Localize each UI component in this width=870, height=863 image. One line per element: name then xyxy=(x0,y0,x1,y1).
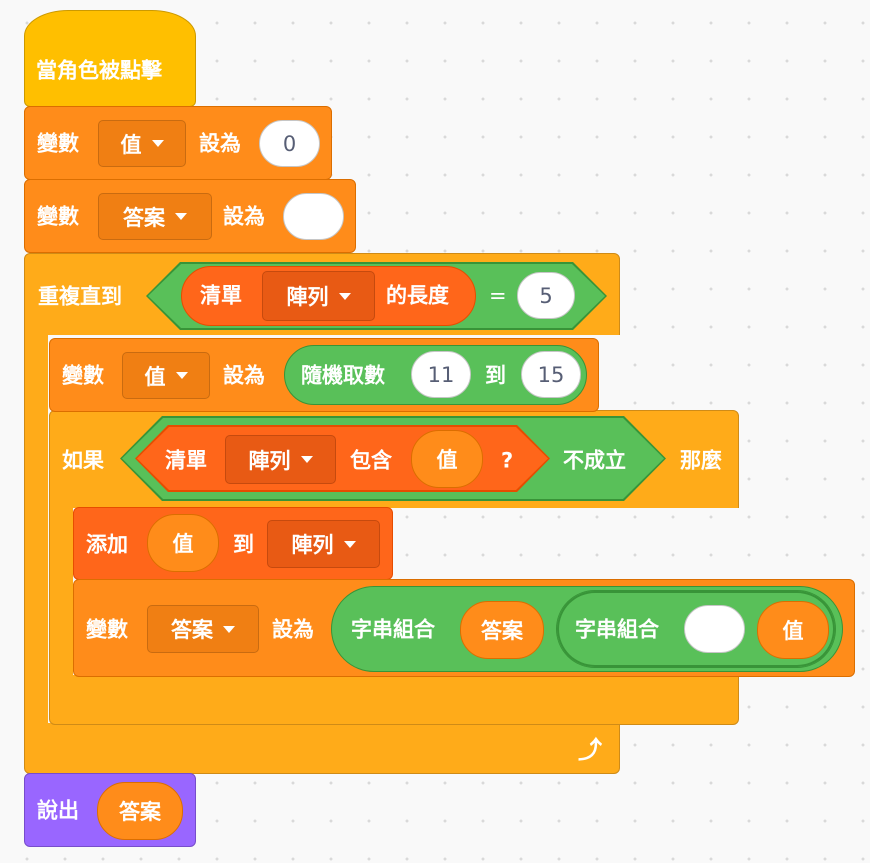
to-label: 設為 xyxy=(272,617,314,642)
say-label: 說出 xyxy=(37,798,79,823)
contains-label: 包含 xyxy=(350,448,392,473)
join-label: 字串組合 xyxy=(351,617,435,642)
answer-reporter[interactable]: 答案 xyxy=(97,782,183,840)
loop-arrow-icon: ⤴ xyxy=(578,736,602,764)
value-reporter[interactable]: 值 xyxy=(147,514,219,572)
list-name: 陣列 xyxy=(291,533,334,557)
list-dropdown[interactable]: 陣列 xyxy=(267,520,380,568)
question-mark: ? xyxy=(501,448,514,473)
list-label: 清單 xyxy=(165,448,207,473)
list-name: 陣列 xyxy=(248,448,291,473)
length-label: 的長度 xyxy=(386,283,449,308)
value-reporter[interactable]: 值 xyxy=(411,430,483,488)
to-label: 設為 xyxy=(223,204,265,229)
value-input[interactable] xyxy=(283,193,344,240)
variable-dropdown[interactable]: 值 xyxy=(98,120,186,167)
list-name: 陣列 xyxy=(286,285,329,309)
then-label: 那麼 xyxy=(680,448,722,473)
dropdown-arrow-icon xyxy=(175,213,187,220)
dropdown-arrow-icon xyxy=(151,140,164,147)
equals-sign: = xyxy=(489,283,507,308)
length-value-input[interactable]: 5 xyxy=(517,272,575,319)
to-label: 到 xyxy=(233,532,254,557)
join-text-input[interactable] xyxy=(684,605,745,653)
list-dropdown[interactable]: 陣列 xyxy=(225,435,336,484)
dropdown-arrow-icon xyxy=(338,292,351,300)
set-label: 變數 xyxy=(37,204,79,229)
not-label: 不成立 xyxy=(563,448,626,473)
variable-name: 答案 xyxy=(171,618,213,642)
dropdown-arrow-icon xyxy=(343,540,356,548)
if-label: 如果 xyxy=(62,448,104,473)
variable-name: 值 xyxy=(144,364,166,389)
value-input[interactable]: 0 xyxy=(259,120,320,167)
to-label: 設為 xyxy=(199,131,241,156)
add-label: 添加 xyxy=(86,532,128,557)
random-to-label: 到 xyxy=(485,363,506,388)
value-reporter[interactable]: 值 xyxy=(757,601,829,659)
variable-name: 值 xyxy=(120,132,142,157)
repeat-until-label: 重複直到 xyxy=(38,284,122,309)
set-label: 變數 xyxy=(37,131,79,156)
random-to-input[interactable]: 15 xyxy=(521,351,581,398)
dropdown-arrow-icon xyxy=(223,625,235,633)
list-dropdown[interactable]: 陣列 xyxy=(262,271,375,321)
hat-label: 當角色被點擊 xyxy=(36,58,162,83)
set-label: 變數 xyxy=(62,363,104,388)
variable-dropdown[interactable]: 答案 xyxy=(98,193,212,240)
dropdown-arrow-icon xyxy=(175,372,188,379)
join-label: 字串組合 xyxy=(575,617,659,642)
random-from-input[interactable]: 11 xyxy=(411,351,471,398)
list-label: 清單 xyxy=(200,283,242,308)
variable-dropdown[interactable]: 值 xyxy=(122,352,210,399)
variable-name: 答案 xyxy=(123,205,165,230)
set-label: 變數 xyxy=(86,617,128,642)
pick-random-label: 隨機取數 xyxy=(301,363,385,388)
to-label: 設為 xyxy=(223,363,265,388)
answer-reporter[interactable]: 答案 xyxy=(460,601,544,659)
dropdown-arrow-icon xyxy=(300,456,313,463)
variable-dropdown[interactable]: 答案 xyxy=(147,605,259,653)
